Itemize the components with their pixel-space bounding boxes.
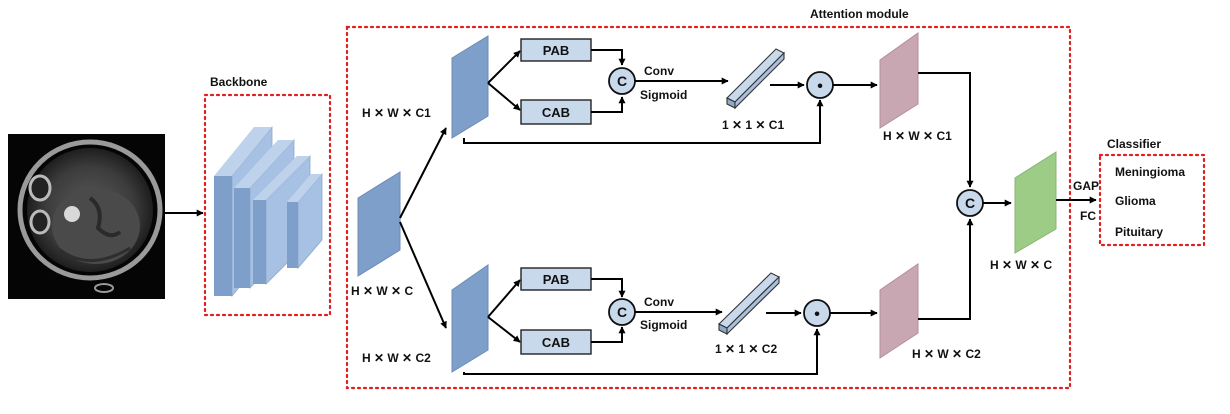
out1-dims-label: H ✕ W ✕ C1	[883, 129, 952, 143]
input-dims-label: H ✕ W ✕ C	[351, 284, 413, 298]
cab-label-top: CAB	[542, 105, 570, 120]
arrow-skip-to-multiply-bottom	[463, 328, 821, 375]
cab-label-bottom: CAB	[542, 335, 570, 350]
attention-weights-top	[726, 48, 785, 110]
pab-label-bottom: PAB	[543, 272, 569, 287]
branch2-output-map	[879, 263, 919, 359]
cab-block-top: CAB	[520, 99, 592, 125]
attention-module-title: Attention module	[810, 7, 909, 21]
arrow-to-cab-top	[487, 82, 521, 111]
branch2-dims-label: H ✕ W ✕ C2	[362, 351, 431, 365]
weights2-dims-label: 1 ✕ 1 ✕ C2	[715, 342, 777, 356]
cab-block-bottom: CAB	[520, 329, 592, 355]
backbone-layer-4	[287, 172, 323, 270]
sigmoid-label-top: Sigmoid	[640, 88, 687, 102]
branch2-feature-map	[451, 264, 489, 373]
mri-input-image	[8, 134, 165, 299]
arrow-cab-to-concat-top	[591, 96, 626, 113]
fused-dims-label: H ✕ W ✕ C	[990, 258, 1052, 272]
fused-feature-map	[1014, 151, 1057, 254]
arrow-skip-to-multiply-top	[463, 99, 824, 144]
multiply-op-top: •	[806, 71, 834, 99]
multiply-symbol-bottom: •	[814, 306, 820, 323]
arrow-top-to-fusion	[918, 72, 974, 188]
class-meningioma: Meningioma	[1115, 165, 1185, 179]
gap-label: GAP	[1073, 179, 1099, 193]
arrow-to-cab-bottom	[487, 316, 521, 343]
branch1-output-map	[879, 32, 919, 129]
classifier-box	[1098, 153, 1206, 247]
class-pituitary: Pituitary	[1115, 225, 1163, 239]
arrow-to-pab-top	[487, 50, 521, 84]
out2-dims-label: H ✕ W ✕ C2	[912, 347, 981, 361]
concat-op-bottom: C	[608, 298, 636, 326]
backbone-title: Backbone	[210, 75, 268, 89]
sigmoid-label-bottom: Sigmoid	[640, 318, 687, 332]
arrow-split-top	[399, 127, 447, 219]
concat-op-top: C	[608, 67, 636, 95]
multiply-op-bottom: •	[803, 299, 831, 327]
arrow-to-pab-bottom	[487, 279, 521, 318]
branch1-feature-map	[451, 35, 489, 139]
branch1-dims-label: H ✕ W ✕ C1	[362, 106, 431, 120]
fc-label: FC	[1080, 209, 1096, 223]
arrow-split-bottom	[399, 221, 447, 329]
multiply-symbol-top: •	[817, 78, 823, 95]
class-glioma: Glioma	[1115, 194, 1156, 208]
backbone-layer-stack	[214, 125, 323, 298]
attention-weights-bottom	[718, 272, 780, 336]
backbone-box	[203, 93, 332, 317]
arrow-cab-to-concat-bottom	[591, 326, 626, 343]
arrow-pab-to-concat-top	[591, 49, 626, 66]
weights1-dims-label: 1 ✕ 1 ✕ C1	[722, 118, 784, 132]
pab-block-top: PAB	[520, 38, 592, 62]
input-feature-map	[357, 171, 401, 277]
concat-symbol-fusion: C	[965, 195, 975, 211]
pab-label-top: PAB	[543, 43, 569, 58]
arrow-bottom-to-fusion	[918, 218, 974, 320]
attention-module-box	[345, 25, 1072, 390]
pab-block-bottom: PAB	[520, 267, 592, 291]
concat-symbol-top: C	[617, 73, 627, 89]
concat-symbol-bottom: C	[617, 304, 627, 320]
conv-label-bottom: Conv	[644, 295, 674, 309]
arrow-pab-to-concat-bottom	[591, 278, 626, 298]
concat-op-fusion: C	[956, 189, 984, 217]
classifier-title: Classifier	[1107, 137, 1161, 151]
conv-label-top: Conv	[644, 64, 674, 78]
